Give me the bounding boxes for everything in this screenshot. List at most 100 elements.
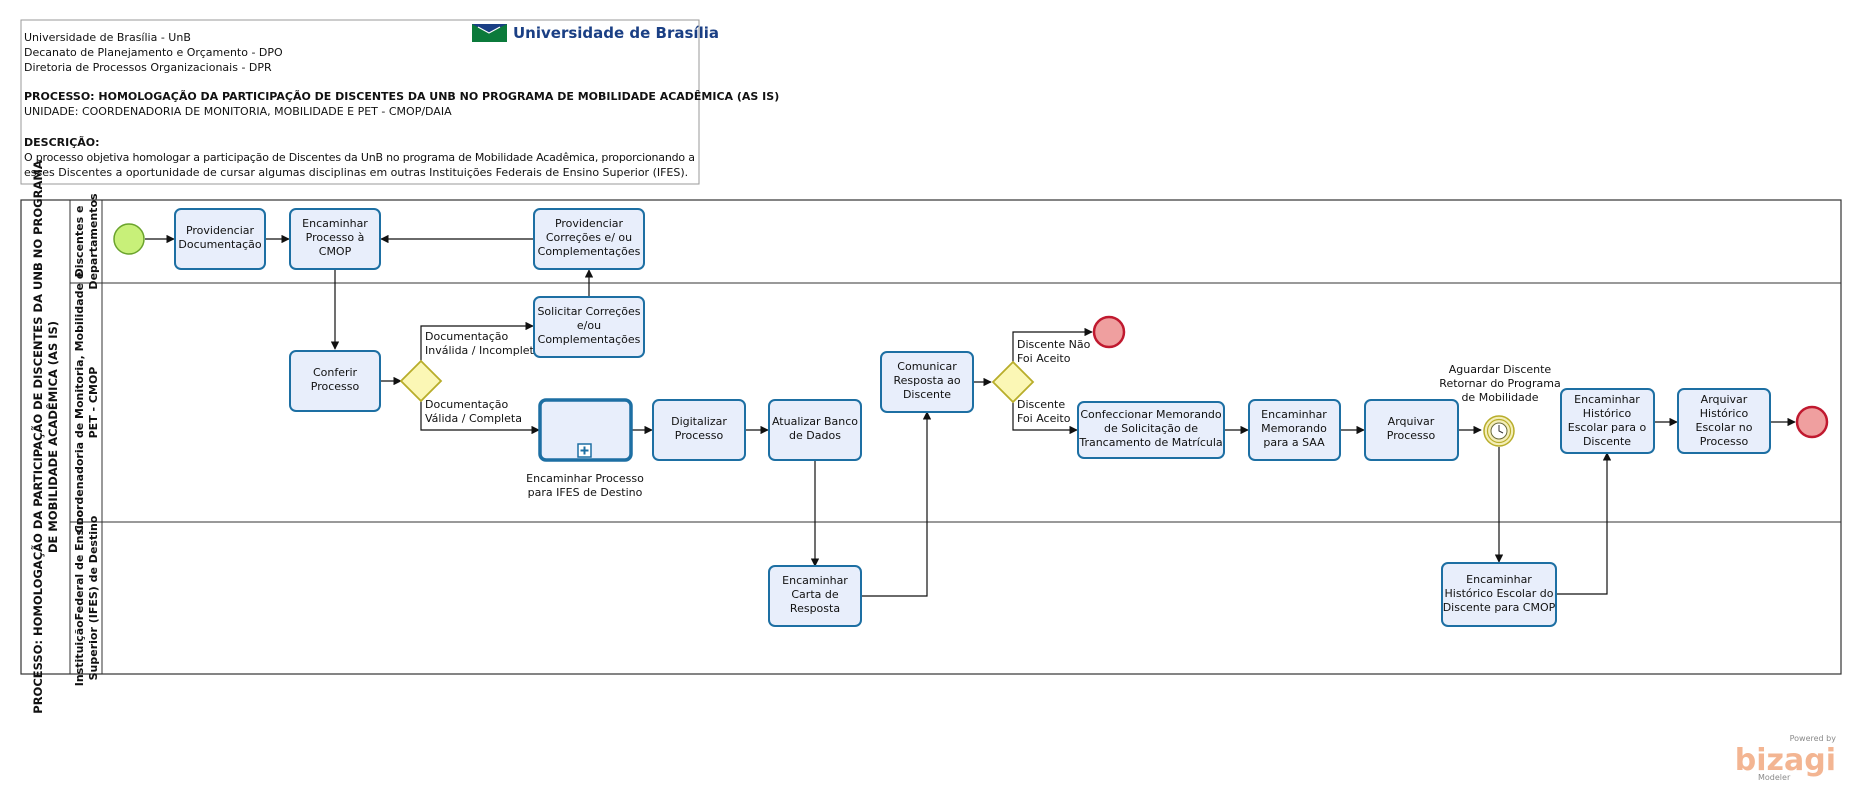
lane-label-cmop: Coordenadoria de Monitoria, Mobilidade e…: [73, 272, 100, 533]
pool-label-line-1: PROCESSO: HOMOLOGAÇÃO DA PARTICIPAÇÃO DE…: [30, 160, 45, 714]
svg-text:para a SAA: para a SAA: [1263, 436, 1325, 449]
task-encaminhar-memorando-saa[interactable]: Encaminhar Memorando para a SAA: [1248, 399, 1341, 461]
svg-text:de Dados: de Dados: [789, 429, 841, 442]
task-providenciar-correcoes[interactable]: Providenciar Correções e/ ou Complementa…: [533, 208, 645, 270]
unb-logo-text: Universidade de Brasília: [513, 24, 719, 42]
task-confeccionar-memorando[interactable]: Confeccionar Memorando de Solicitação de…: [1077, 401, 1225, 459]
description-line-2: esses Discentes a oportunidade de cursar…: [24, 166, 688, 179]
svg-text:para IFES de Destino: para IFES de Destino: [528, 486, 643, 499]
timer-label-3: de Mobilidade: [1461, 391, 1538, 404]
bizagi-branding: Powered by bizagi Modeler: [1735, 734, 1836, 782]
svg-text:Encaminhar: Encaminhar: [1261, 408, 1327, 421]
label-doc-invalid-1: Documentação: [425, 330, 509, 343]
sequence-flows: [145, 234, 1796, 597]
subprocess-encaminhar-ifes[interactable]: Encaminhar Processo para IFES de Destino: [526, 398, 644, 499]
svg-text:Encaminhar: Encaminhar: [782, 574, 848, 587]
flow-t14-t15: [1556, 452, 1612, 595]
svg-text:Complementações: Complementações: [538, 333, 641, 346]
task-arquivar-historico[interactable]: Arquivar Histórico Escolar no Processo: [1677, 388, 1771, 454]
svg-text:Processo: Processo: [1387, 429, 1436, 442]
svg-text:Escolar no: Escolar no: [1696, 421, 1753, 434]
svg-text:Encaminhar: Encaminhar: [1466, 573, 1532, 586]
svg-text:Discente: Discente: [903, 388, 951, 401]
task-comunicar-resposta[interactable]: Comunicar Resposta ao Discente: [880, 351, 974, 413]
label-accepted-2: Foi Aceito: [1017, 412, 1071, 425]
description-label: DESCRIÇÃO:: [24, 136, 100, 149]
pool-label: PROCESSO: HOMOLOGAÇÃO DA PARTICIPAÇÃO DE…: [30, 160, 60, 714]
svg-text:Digitalizar: Digitalizar: [671, 415, 727, 428]
svg-text:Escolar para o: Escolar para o: [1568, 421, 1647, 434]
svg-text:Encaminhar: Encaminhar: [1574, 393, 1640, 406]
process-title: PROCESSO: HOMOLOGAÇÃO DA PARTICIPAÇÃO DE…: [24, 90, 779, 103]
task-atualizar-banco[interactable]: Atualizar Banco de Dados: [768, 399, 862, 461]
flow-g1-t5: [420, 321, 534, 361]
task-digitalizar-processo[interactable]: Digitalizar Processo: [652, 399, 746, 461]
gateway-documentation[interactable]: [399, 359, 443, 403]
svg-text:Encaminhar Processo: Encaminhar Processo: [526, 472, 644, 485]
timer-label-2: Retornar do Programa: [1439, 377, 1560, 390]
svg-text:InstituiçãoFederal de Ensino: InstituiçãoFederal de Ensino: [73, 509, 86, 686]
svg-text:Correções e/ ou: Correções e/ ou: [546, 231, 632, 244]
svg-text:CMOP: CMOP: [319, 245, 352, 258]
org-line-2: Decanato de Planejamento e Orçamento - D…: [24, 46, 283, 59]
flow-t10-t9: [861, 411, 932, 597]
lane-label-ifes: InstituiçãoFederal de Ensino Superior (I…: [73, 509, 100, 686]
svg-text:Documentação: Documentação: [178, 238, 262, 251]
task-encaminhar-historico-cmop[interactable]: Encaminhar Histórico Escolar do Discente…: [1441, 562, 1557, 627]
label-not-accepted-1: Discente Não: [1017, 338, 1091, 351]
task-conferir-processo[interactable]: Conferir Processo: [289, 350, 381, 412]
modeler-label: Modeler: [1758, 773, 1791, 782]
org-line-3: Diretoria de Processos Organizacionais -…: [24, 61, 272, 74]
svg-text:Processo: Processo: [311, 380, 360, 393]
pool-label-line-2: DE MOBILIDADE ACADÊMICA (AS IS): [45, 321, 60, 553]
end-event-rejected[interactable]: [1092, 315, 1126, 349]
svg-text:e/ou: e/ou: [577, 319, 601, 332]
svg-text:Superior (IFES) de Destino: Superior (IFES) de Destino: [87, 515, 100, 680]
svg-text:Confeccionar Memorando: Confeccionar Memorando: [1080, 408, 1222, 421]
svg-text:Departamentos: Departamentos: [87, 193, 100, 290]
timer-event[interactable]: [1483, 415, 1515, 447]
svg-text:Trancamento de Matrícula: Trancamento de Matrícula: [1078, 436, 1222, 449]
label-not-accepted-2: Foi Aceito: [1017, 352, 1071, 365]
svg-text:Discente: Discente: [1583, 435, 1631, 448]
svg-text:Memorando: Memorando: [1261, 422, 1327, 435]
task-encaminhar-processo-cmop[interactable]: Encaminhar Processo à CMOP: [289, 208, 381, 270]
task-providenciar-documentacao[interactable]: Providenciar Documentação: [174, 208, 266, 270]
description-line-1: O processo objetiva homologar a particip…: [24, 151, 695, 164]
label-doc-valid-1: Documentação: [425, 398, 509, 411]
svg-text:de Solicitação de: de Solicitação de: [1104, 422, 1198, 435]
header-box: Universidade de Brasília - UnB Decanato …: [20, 19, 779, 185]
svg-text:Processo: Processo: [675, 429, 724, 442]
unit-line: UNIDADE: COORDENADORIA DE MONITORIA, MOB…: [24, 105, 452, 118]
svg-text:Encaminhar: Encaminhar: [302, 217, 368, 230]
svg-text:Resposta ao: Resposta ao: [893, 374, 960, 387]
svg-text:Processo à: Processo à: [306, 231, 365, 244]
svg-text:Processo: Processo: [1700, 435, 1749, 448]
svg-text:Carta de: Carta de: [791, 588, 838, 601]
task-solicitar-correcoes[interactable]: Solicitar Correções e/ou Complementações: [533, 296, 645, 358]
svg-text:Histórico: Histórico: [1700, 407, 1749, 420]
gateway-acceptance[interactable]: [991, 360, 1035, 404]
flow-g2-t11: [1012, 402, 1078, 435]
label-doc-invalid-2: Inválida / Incompleta: [425, 344, 541, 357]
end-event-final[interactable]: [1795, 405, 1829, 439]
lane-label-discentes: Discentes e Departamentos: [73, 193, 100, 290]
bizagi-logo: bizagi: [1735, 743, 1836, 778]
task-arquivar-processo[interactable]: Arquivar Processo: [1364, 399, 1459, 461]
svg-text:Conferir: Conferir: [313, 366, 358, 379]
svg-text:Coordenadoria de Monitoria, Mo: Coordenadoria de Monitoria, Mobilidade e: [73, 272, 86, 533]
svg-text:Discentes e: Discentes e: [73, 206, 86, 278]
label-accepted-1: Discente: [1017, 398, 1065, 411]
svg-text:Atualizar Banco: Atualizar Banco: [772, 415, 858, 428]
unb-logo: Universidade de Brasília: [472, 24, 719, 42]
task-encaminhar-historico-discente[interactable]: Encaminhar Histórico Escolar para o Disc…: [1560, 388, 1655, 454]
svg-text:Comunicar: Comunicar: [897, 360, 957, 373]
svg-text:Solicitar Correções: Solicitar Correções: [537, 305, 640, 318]
org-line-1: Universidade de Brasília - UnB: [24, 31, 191, 44]
svg-text:Providenciar: Providenciar: [186, 224, 255, 237]
svg-text:Arquivar: Arquivar: [1388, 415, 1435, 428]
task-encaminhar-carta[interactable]: Encaminhar Carta de Resposta: [768, 565, 862, 627]
timer-label-1: Aguardar Discente: [1449, 363, 1552, 376]
start-event[interactable]: [113, 223, 145, 255]
